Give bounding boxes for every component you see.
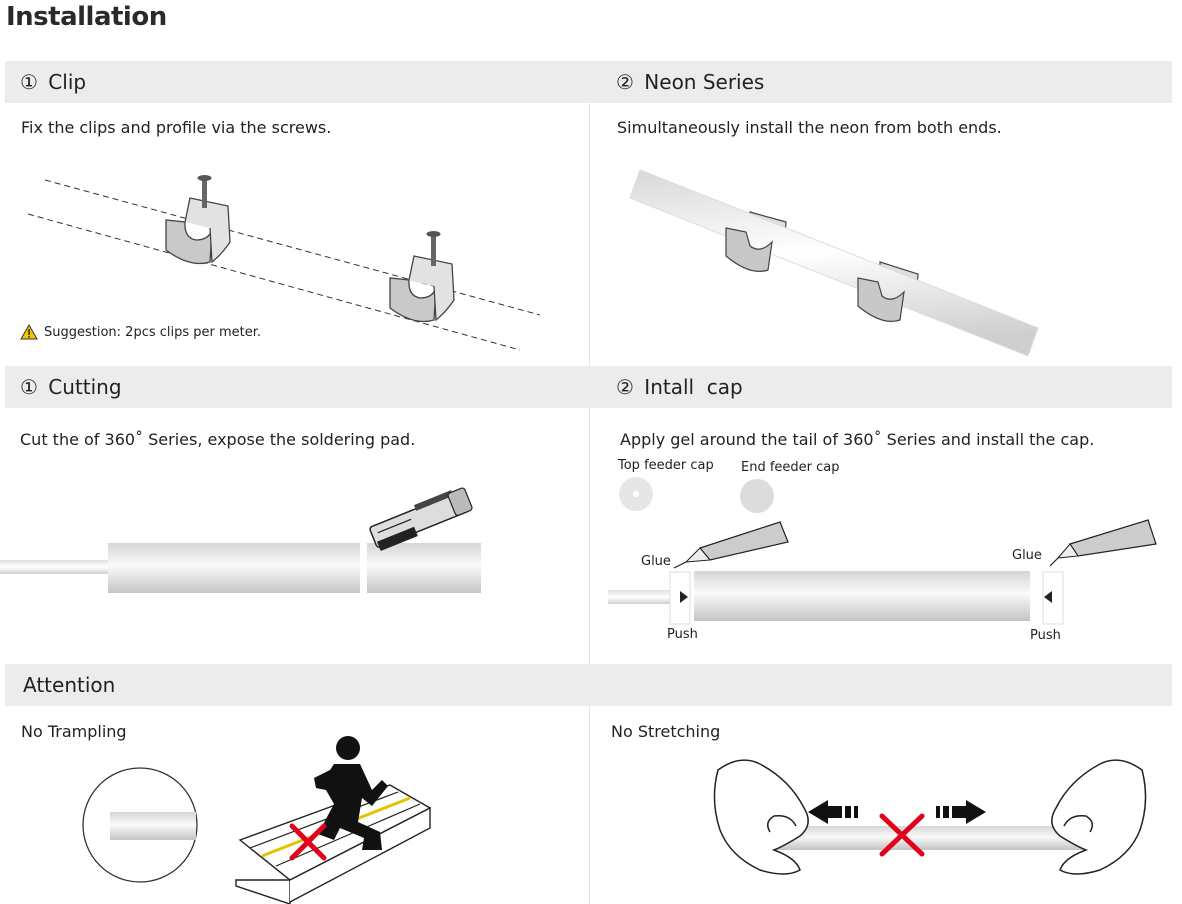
cap-illustration xyxy=(608,477,1157,625)
divider xyxy=(589,706,590,904)
clip-1 xyxy=(165,175,231,265)
number-badge: ① xyxy=(20,375,38,399)
no-trampling-illustration xyxy=(82,736,432,904)
section-title-attention: Attention xyxy=(23,673,116,697)
glue-tube-left xyxy=(673,521,789,569)
neon-illustration xyxy=(629,169,1039,357)
clip-description: Fix the clips and profile via the screws… xyxy=(21,118,332,137)
header-row-1 xyxy=(5,61,1172,103)
clip-suggestion: Suggestion: 2pcs clips per meter. xyxy=(44,325,262,340)
header-neon-series: ② Neon Series xyxy=(616,61,1156,103)
push-label-left: Push xyxy=(667,627,698,642)
push-label-right: Push xyxy=(1030,628,1061,643)
header-install-cap: ② Intall cap xyxy=(616,366,1156,408)
warning-icon xyxy=(20,323,38,340)
right-hand-icon xyxy=(1051,759,1147,875)
neon-description: Simultaneously install the neon from bot… xyxy=(617,118,1002,137)
clip-illustration xyxy=(20,175,541,351)
header-cutting: ① Cutting xyxy=(20,366,580,408)
no-stretching-label: No Stretching xyxy=(611,722,721,741)
section-title-cutting: Cutting xyxy=(48,375,122,399)
end-feeder-cap xyxy=(740,479,774,513)
section-title-install-cap: Intall cap xyxy=(644,375,743,399)
cross-icon xyxy=(879,813,925,857)
clip-2 xyxy=(389,231,455,323)
arrow-left-icon xyxy=(808,800,858,824)
section-title-neon-series: Neon Series xyxy=(644,70,765,94)
cutting-description: Cut the of 360˚ Series, expose the solde… xyxy=(20,430,416,449)
page-title: Installation xyxy=(6,2,167,32)
header-row-2 xyxy=(5,366,1172,408)
no-trampling-label: No Trampling xyxy=(21,722,127,741)
number-badge: ② xyxy=(616,375,634,399)
glue-label-right: Glue xyxy=(1012,548,1042,563)
header-attention: Attention xyxy=(5,664,1172,706)
number-badge: ② xyxy=(616,70,634,94)
glue-label-left: Glue xyxy=(641,554,671,569)
arrow-right-icon xyxy=(936,800,986,824)
cross-icon xyxy=(289,823,327,861)
profile-channel xyxy=(235,784,432,904)
top-feeder-cap-label: Top feeder cap xyxy=(618,458,714,473)
left-hand-icon xyxy=(713,759,809,875)
cutting-illustration xyxy=(0,487,481,593)
header-clip: ① Clip xyxy=(20,61,580,103)
divider xyxy=(589,103,590,366)
no-stretching-illustration xyxy=(713,759,1147,875)
cap-description: Apply gel around the tail of 360˚ Series… xyxy=(620,430,1095,449)
divider xyxy=(589,408,590,664)
cutter-knife-icon xyxy=(369,487,473,551)
section-title-clip: Clip xyxy=(48,70,87,94)
glue-tube-right xyxy=(1049,519,1157,567)
person-icon xyxy=(314,736,388,850)
end-feeder-cap-label: End feeder cap xyxy=(741,460,840,475)
number-badge: ① xyxy=(20,70,38,94)
